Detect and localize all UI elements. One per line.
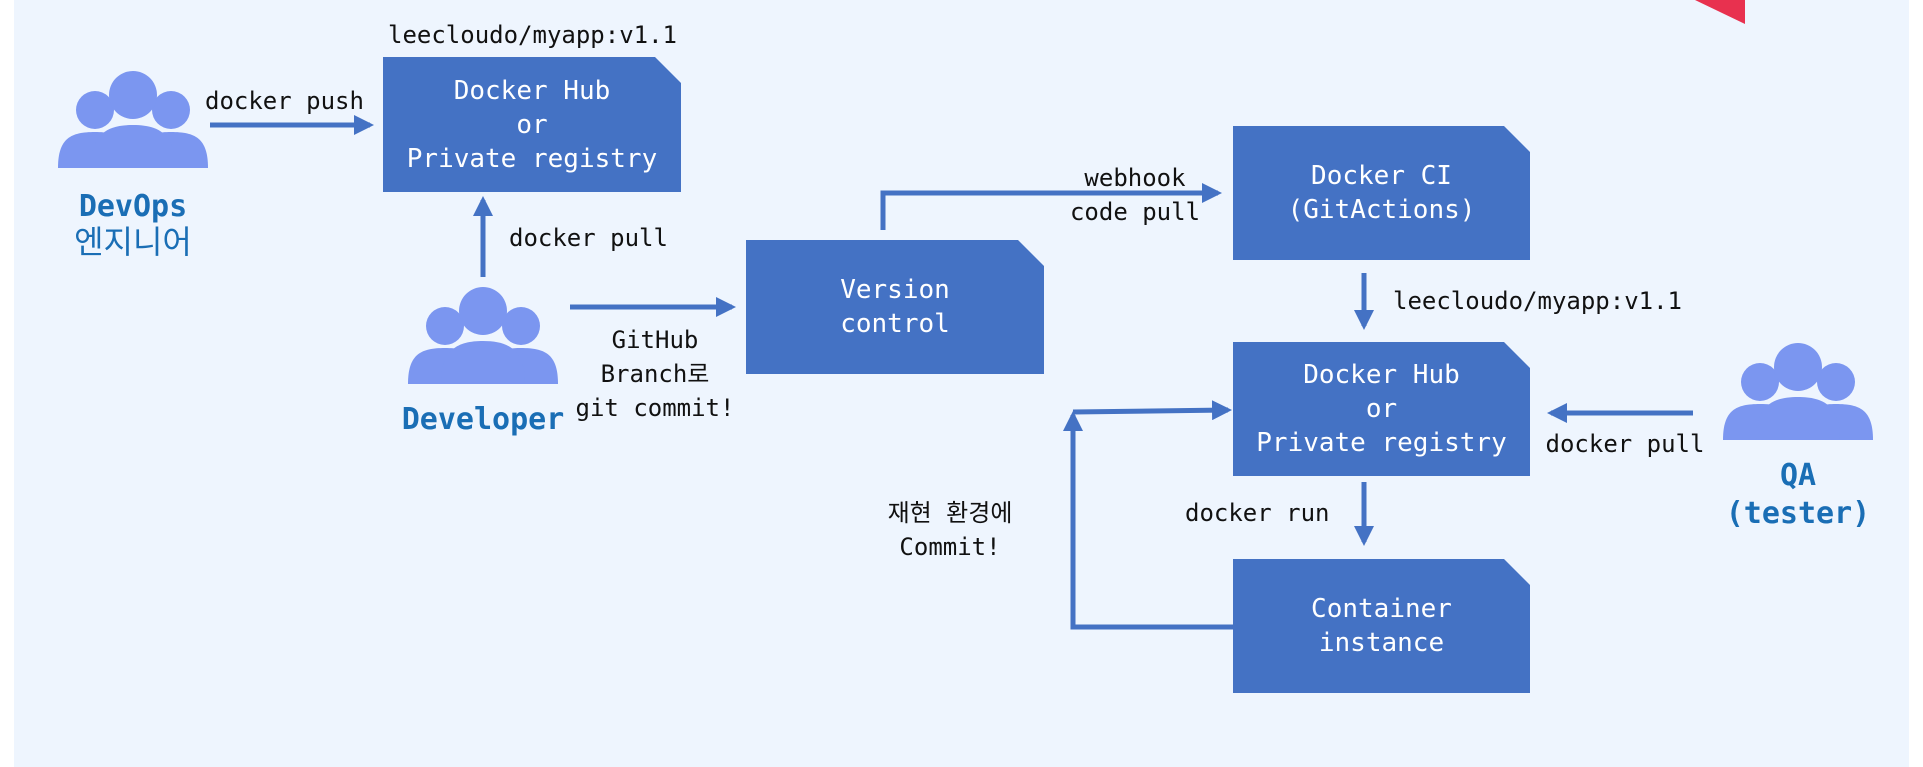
docker-pull-qa-label: docker pull bbox=[1545, 430, 1705, 458]
image-tag-mid-label: leecloudo/myapp:v1.1 bbox=[1393, 287, 1682, 315]
devops-subtitle: 엔지니어 bbox=[74, 223, 192, 261]
devops-group-icon bbox=[58, 71, 208, 168]
docker-run-label: docker run bbox=[1185, 499, 1330, 527]
corner-accent bbox=[1695, 0, 1745, 24]
arrow-commit-loop-right bbox=[1072, 400, 1232, 421]
registry-top-box: Docker Hub or Private registry bbox=[383, 57, 681, 192]
arrow-webhook bbox=[880, 183, 1222, 230]
docker-push-label: docker push bbox=[205, 87, 364, 115]
developer-title: Developer bbox=[401, 402, 565, 437]
docker-ci-box: Docker CI (GitActions) bbox=[1233, 126, 1530, 260]
container-instance-box: Container instance bbox=[1233, 559, 1530, 693]
version-control-box: Version control bbox=[746, 240, 1044, 374]
qa-title: QA (tester) bbox=[1725, 458, 1871, 531]
arrow-commit-loop-up bbox=[1063, 411, 1234, 630]
diagram-canvas bbox=[14, 0, 1909, 767]
developer-group-icon bbox=[408, 287, 558, 384]
docker-pull-developer-label: docker pull bbox=[509, 224, 668, 252]
devops-title: DevOps bbox=[78, 189, 188, 224]
registry-mid-box: Docker Hub or Private registry bbox=[1233, 342, 1530, 476]
commit-env-label: 재현 환경에 Commit! bbox=[887, 499, 1013, 561]
qa-group-icon bbox=[1723, 343, 1873, 440]
webhook-label: webhook code pull bbox=[1069, 164, 1201, 226]
github-commit-label: GitHub Branch로 git commit! bbox=[575, 326, 735, 422]
image-tag-top-label: leecloudo/myapp:v1.1 bbox=[388, 21, 677, 49]
